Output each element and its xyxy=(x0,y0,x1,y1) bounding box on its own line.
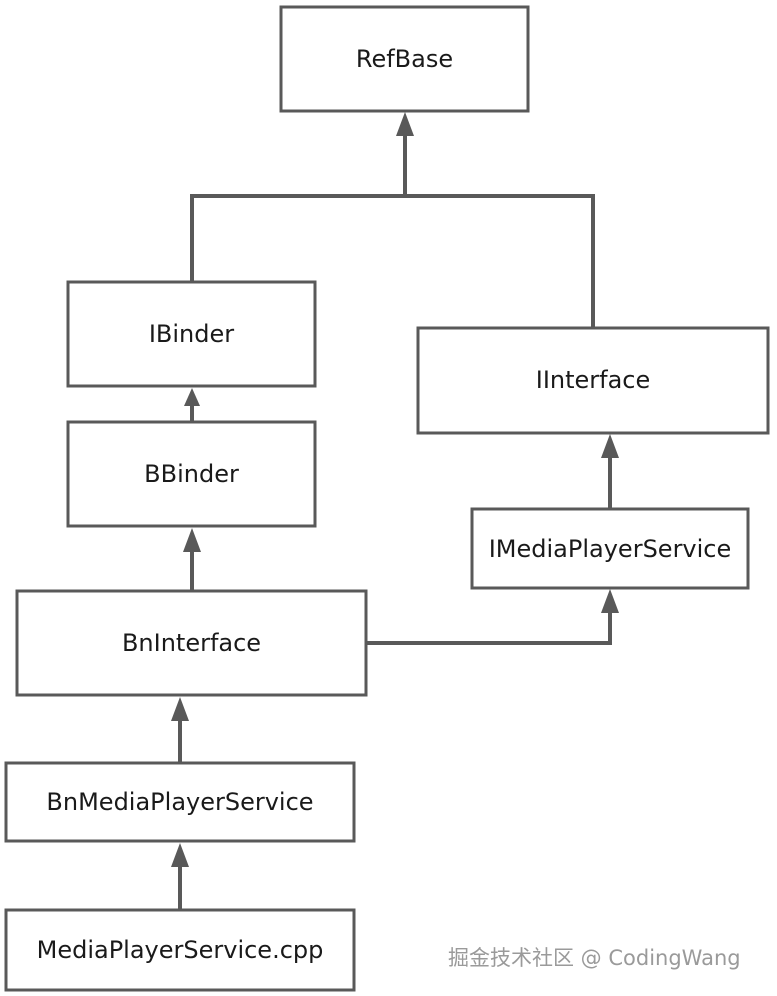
watermark: 掘金技术社区 @ CodingWang xyxy=(448,946,741,970)
node-mediaplayerservice-cpp: MediaPlayerService.cpp xyxy=(4,908,356,992)
arrowhead-iinterface xyxy=(601,434,619,458)
node-bbinder: BBinder xyxy=(66,420,317,528)
node-refbase: RefBase xyxy=(279,5,530,113)
node-label-bnmediaplayerservice: BnMediaPlayerService xyxy=(46,788,313,816)
node-label-ibinder: IBinder xyxy=(149,320,234,348)
node-label-imediaplayerservice: IMediaPlayerService xyxy=(489,535,732,563)
arrowhead-bnmediaplayerservice xyxy=(171,843,189,867)
arrowhead-refbase xyxy=(396,112,414,136)
edge-bninterface-to-imediaplayerservice xyxy=(367,612,612,645)
node-iinterface: IInterface xyxy=(416,326,770,435)
node-label-bninterface: BnInterface xyxy=(122,629,261,657)
edges xyxy=(171,112,619,910)
arrowhead-ibinder xyxy=(184,388,200,406)
node-bnmediaplayerservice: BnMediaPlayerService xyxy=(4,761,356,843)
edge-ibinder-to-refbase xyxy=(190,135,407,282)
arrowhead-bninterface xyxy=(171,697,189,721)
node-imediaplayerservice: IMediaPlayerService xyxy=(470,507,750,590)
arrowhead-imediaplayerservice xyxy=(601,589,619,613)
arrowhead-bbinder xyxy=(183,528,201,552)
node-label-bbinder: BBinder xyxy=(144,460,239,488)
node-label-mediaplayerservice-cpp: MediaPlayerService.cpp xyxy=(37,936,324,964)
node-label-refbase: RefBase xyxy=(356,45,453,73)
edge-iinterface-to-refbase xyxy=(405,194,595,327)
node-ibinder: IBinder xyxy=(66,280,317,388)
node-bninterface: BnInterface xyxy=(15,589,368,697)
node-label-iinterface: IInterface xyxy=(536,366,651,394)
